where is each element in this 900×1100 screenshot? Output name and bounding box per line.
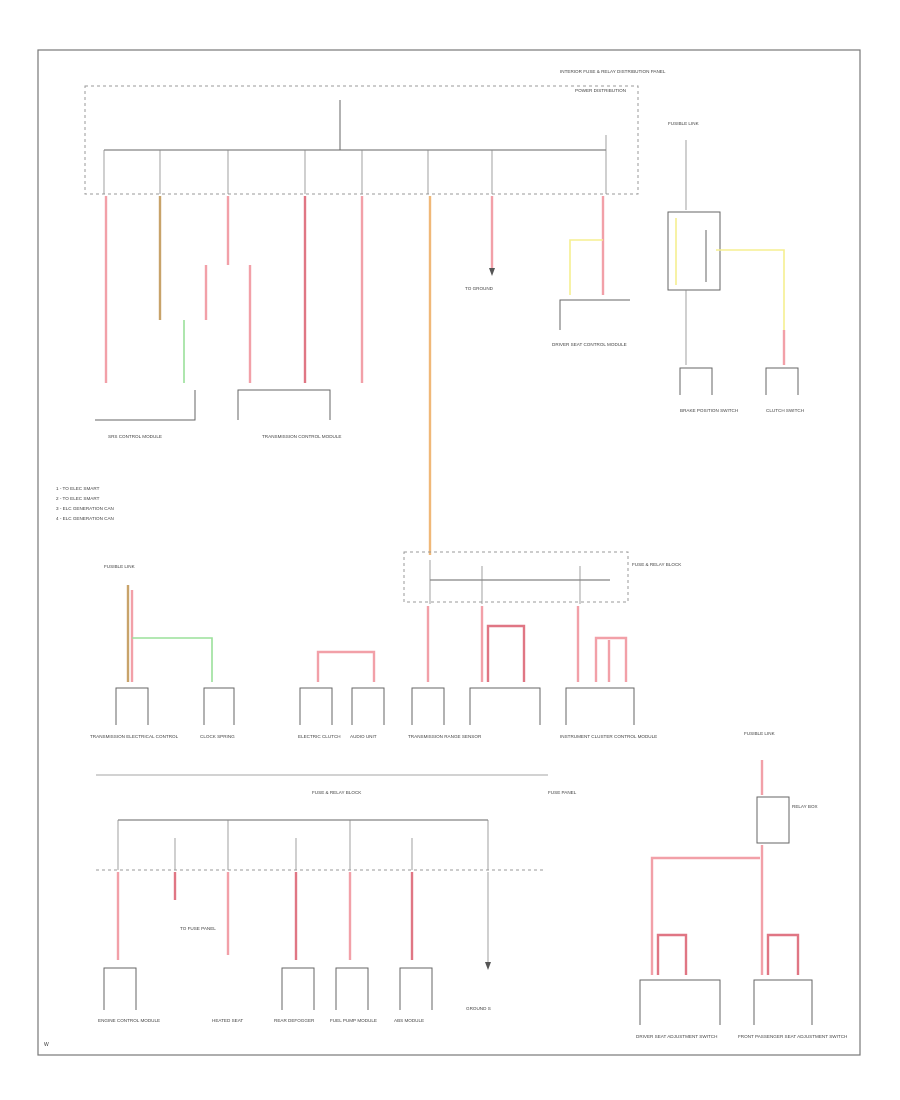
elec-clutch-label: ELECTRIC CLUTCH — [298, 734, 341, 739]
wire-seat-left — [650, 856, 760, 975]
transmission-label: TRANSMISSION CONTROL MODULE — [262, 434, 341, 439]
legend-item-2: 2 - TO ELEC SMART — [56, 496, 100, 501]
fuse-panel-2-label: FUSE PANEL — [548, 790, 577, 795]
to-ground: TO GROUND — [465, 268, 495, 291]
driver-seat-label: DRIVER SEAT ADJUSTMENT SWITCH — [636, 1034, 717, 1039]
brake-pos-label: BRAKE POSITION SWITCH — [680, 408, 738, 413]
fuel-pump-label: FUEL PUMP MODULE — [330, 1018, 377, 1023]
driver-seat-module: DRIVER SEAT CONTROL MODULE — [552, 299, 630, 347]
fusible-link-3: FUSIBLE LINK — [744, 731, 776, 736]
seat-relay-group: FUSIBLE LINK RELAY BOX DRIVER SEAT ADJUS… — [636, 731, 847, 1039]
transmission-module: TRANSMISSION CONTROL MODULE — [237, 389, 341, 439]
instrument-label: INSTRUMENT CLUSTER CONTROL MODULE — [560, 734, 657, 739]
srs-label: SRS CONTROL MODULE — [108, 434, 162, 439]
to-fuse-panel-label: TO FUSE PANEL — [180, 926, 216, 931]
engine-ctl-label: ENGINE CONTROL MODULE — [98, 1018, 160, 1023]
elec-clutch-group: ELECTRIC CLUTCH AUDIO UNIT — [298, 650, 385, 739]
to-ground-label: TO GROUND — [465, 286, 494, 291]
trans-elec-label: TRANSMISSION ELECTRICAL CONTROL — [90, 734, 179, 739]
abs-module-label: ABS MODULE — [394, 1018, 424, 1023]
audio-label: AUDIO UNIT — [350, 734, 377, 739]
bottom-modules: TO FUSE PANEL ENGINE CONTROL MODULE HEAT… — [98, 926, 491, 1023]
fusible-link-2: FUSIBLE LINK — [104, 564, 136, 569]
diagram-border — [37, 49, 861, 1056]
fusible-link-label: FUSIBLE LINK — [668, 121, 700, 126]
mid-fuse-box: FUSE & RELAY BLOCK — [403, 551, 682, 604]
mid-wires — [426, 606, 628, 682]
right-relay: FUSIBLE LINK BRAKE POSITION SWITCH CLUTC… — [667, 121, 804, 413]
relay-box-label: RELAY BOX — [792, 804, 818, 809]
driver-seat-label: DRIVER SEAT CONTROL MODULE — [552, 342, 627, 347]
top-fuse-box: INTERIOR FUSE & RELAY DISTRIBUTION PANEL… — [84, 69, 666, 195]
top-box-label: INTERIOR FUSE & RELAY DISTRIBUTION PANEL — [560, 69, 666, 74]
trans-range-label: TRANSMISSION RANGE SENSOR — [408, 734, 482, 739]
legend: 1 - TO ELEC SMART 2 - TO ELEC SMART 3 - … — [56, 486, 114, 521]
bottom-box-label: FUSE & RELAY BLOCK — [312, 790, 362, 795]
clutch-sw-label: CLUTCH SWITCH — [766, 408, 804, 413]
srs-module: SRS CONTROL MODULE — [95, 390, 196, 439]
mid-modules: TRANSMISSION RANGE SENSOR INSTRUMENT CLU… — [408, 687, 657, 739]
bottom-wires — [116, 872, 489, 962]
trans-elec-group: FUSIBLE LINK TRANSMISSION ELECTRICAL CON… — [90, 564, 235, 739]
legend-item-1: 1 - TO ELEC SMART — [56, 486, 100, 491]
mid-box-label: FUSE & RELAY BLOCK — [632, 562, 682, 567]
legend-item-3: 3 - ELC GENERATION CAN — [56, 506, 114, 511]
front-pass-label: FRONT PASSENGER SEAT ADJUSTMENT SWITCH — [738, 1034, 847, 1039]
bottom-fuse-box: FUSE & RELAY BLOCK FUSE PANEL — [96, 790, 577, 871]
top-wires — [104, 196, 605, 555]
wire-m5 — [594, 636, 628, 682]
wire-m3 — [486, 624, 526, 682]
rear-defog-label: REAR DEFOGGER — [274, 1018, 315, 1023]
heated-seat-label: HEATED SEAT — [212, 1018, 243, 1023]
page-ref: W — [44, 1042, 49, 1048]
legend-item-4: 4 - ELC GENERATION CAN — [56, 516, 114, 521]
top-feed-label: POWER DISTRIBUTION — [575, 88, 626, 93]
ground-s-label: GROUND S — [466, 1006, 491, 1011]
wire-yellow-1 — [569, 239, 603, 295]
clock-spring-label: CLOCK SPRING — [200, 734, 235, 739]
